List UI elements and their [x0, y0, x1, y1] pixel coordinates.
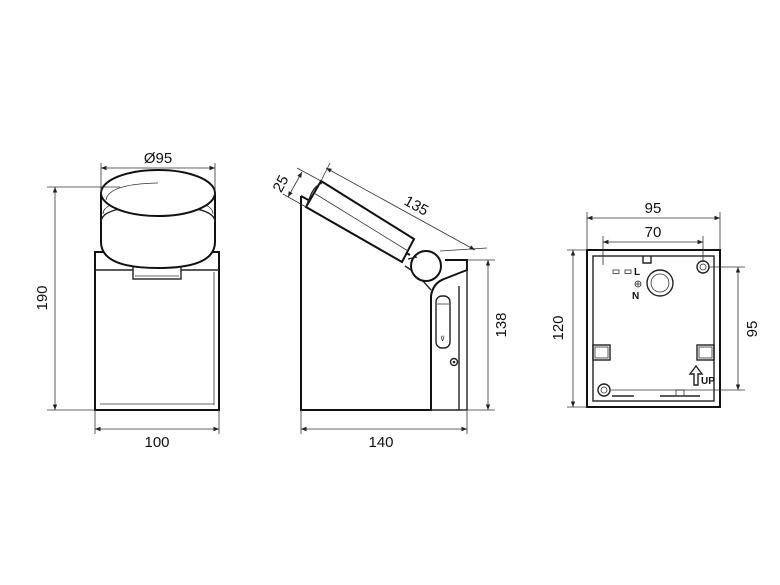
terminal-n-label: N: [632, 291, 639, 302]
mounting-hole-top-right: [696, 260, 710, 274]
side-height-label: 138: [493, 312, 510, 337]
up-arrow-icon: [688, 364, 704, 386]
diameter-label: Ø95: [144, 150, 172, 167]
side-depth-dimension: 140: [300, 410, 468, 451]
side-pivot: [410, 250, 442, 282]
arm-length-label: 135: [401, 193, 431, 220]
back-outer-width-dimension: 95: [586, 200, 721, 250]
side-height-dimension: 138: [467, 259, 510, 411]
side-slot: [435, 295, 451, 349]
head-thickness-label: 25: [270, 173, 293, 196]
mounting-hole-bottom-left: [597, 383, 611, 397]
front-width-dimension: 100: [94, 410, 220, 451]
side-body: [300, 196, 468, 411]
side-depth-label: 140: [368, 434, 393, 451]
cable-hole: [646, 269, 674, 297]
front-height-label: 190: [34, 285, 51, 310]
lamp-head: [100, 169, 216, 270]
up-label: UP: [701, 376, 715, 387]
diameter-dimension: Ø95: [100, 150, 216, 195]
back-outer-height-label: 120: [550, 315, 567, 340]
svg-text:⊽: ⊽: [440, 335, 445, 343]
back-inner-width-dimension: 70: [602, 224, 704, 265]
back-plate-inner: [592, 255, 715, 402]
front-view: Ø95 190 100: [34, 150, 220, 451]
back-outer-height-dimension: 120: [550, 249, 587, 408]
back-outer-width-label: 95: [645, 200, 662, 217]
terminal-l-label: L: [634, 267, 640, 278]
back-view: L N UP 95: [550, 200, 761, 408]
back-inner-height-label: 95: [744, 321, 761, 338]
back-inner-width-label: 70: [645, 224, 662, 241]
side-lamp-head: [304, 179, 416, 264]
side-view: ⊽ 25 135: [270, 162, 510, 451]
head-thickness-dimension: 25: [270, 167, 322, 208]
front-width-label: 100: [144, 434, 169, 451]
back-plate-outer: [586, 249, 721, 408]
side-screw: [449, 357, 459, 367]
back-inner-height-dimension: 95: [610, 266, 761, 391]
front-height-dimension: 190: [34, 186, 120, 411]
